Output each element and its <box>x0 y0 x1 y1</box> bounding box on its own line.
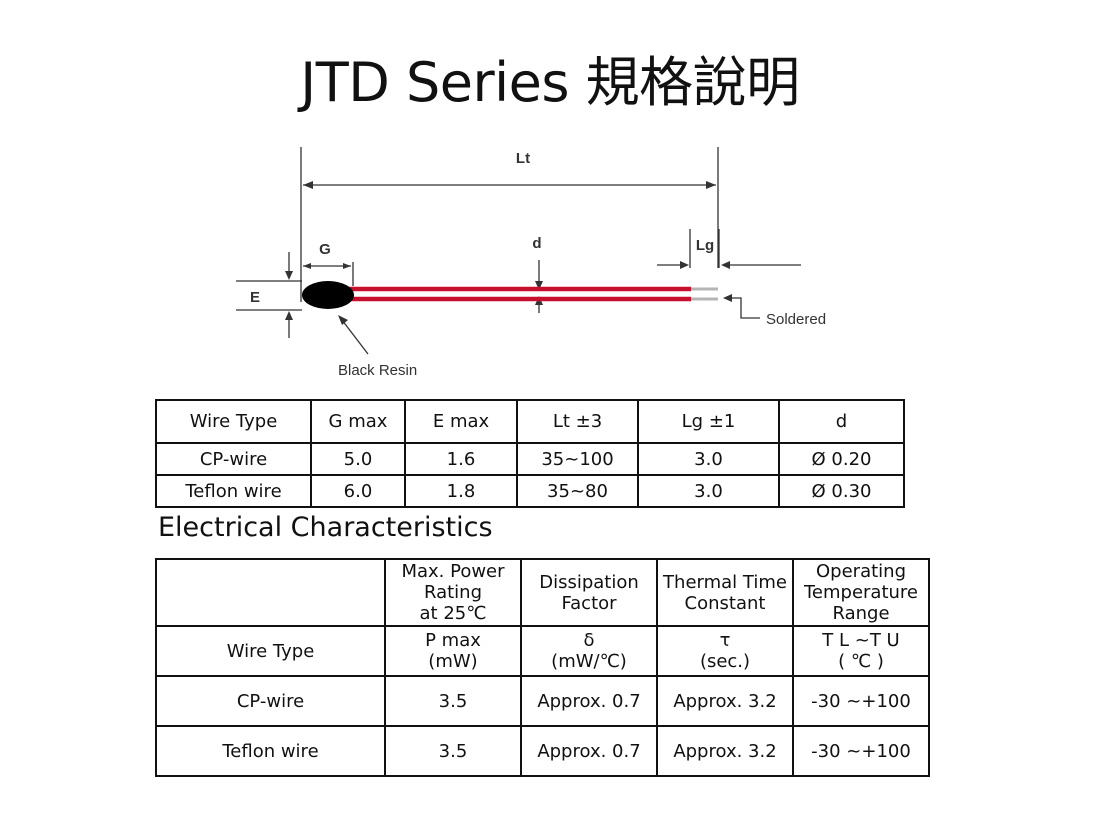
e-label: E <box>250 289 260 306</box>
header-cell: Wire Type <box>155 625 386 677</box>
table-cell: 3.5 <box>384 675 522 727</box>
electrical-header-row: Max. Power Rating at 25℃ Dissipation Fac… <box>155 558 930 627</box>
header-line: T L ~T U <box>822 630 900 651</box>
soldered-arrow <box>723 294 732 302</box>
table-cell: 1.8 <box>404 474 518 508</box>
electrical-units-row: Wire Type P max (mW) δ (mW/℃) τ (sec.) T… <box>155 625 930 677</box>
table-cell: -30 ~+100 <box>792 675 930 727</box>
table-row: Teflon wire 6.0 1.8 35~80 3.0 Ø 0.30 <box>155 474 905 508</box>
header-line: δ <box>583 630 595 651</box>
header-cell: d <box>778 399 905 444</box>
table-cell: 5.0 <box>310 442 406 476</box>
table-cell: Ø 0.30 <box>778 474 905 508</box>
table-cell: Approx. 0.7 <box>520 675 658 727</box>
dimension-spec-table: Wire Type G max E max Lt ±3 Lg ±1 d CP-w… <box>155 399 905 508</box>
spec-header-row: Wire Type G max E max Lt ±3 Lg ±1 d <box>155 399 905 444</box>
table-cell: CP-wire <box>155 442 312 476</box>
header-cell: τ (sec.) <box>656 625 794 677</box>
table-cell: 1.6 <box>404 442 518 476</box>
header-cell: G max <box>310 399 406 444</box>
header-cell: E max <box>404 399 518 444</box>
header-cell-empty <box>155 558 386 627</box>
e-arrow-bottom <box>285 311 293 320</box>
table-cell: 3.5 <box>384 725 522 777</box>
table-cell: Approx. 0.7 <box>520 725 658 777</box>
lt-arrow-right <box>706 181 716 189</box>
table-cell: 35~80 <box>516 474 639 508</box>
table-cell: Teflon wire <box>155 725 386 777</box>
header-line: (mW/℃) <box>551 651 627 672</box>
d-arrow-top <box>535 281 543 290</box>
lg-label: Lg <box>696 237 714 254</box>
header-line: ( ℃ ) <box>838 651 884 672</box>
table-cell: 6.0 <box>310 474 406 508</box>
table-cell: Ø 0.20 <box>778 442 905 476</box>
soldered-label: Soldered <box>766 311 826 328</box>
electrical-characteristics-table: Max. Power Rating at 25℃ Dissipation Fac… <box>155 558 930 777</box>
d-label: d <box>532 235 541 252</box>
black-resin-label: Black Resin <box>338 362 417 379</box>
table-row: CP-wire 3.5 Approx. 0.7 Approx. 3.2 -30 … <box>155 675 930 727</box>
table-row: Teflon wire 3.5 Approx. 0.7 Approx. 3.2 … <box>155 725 930 777</box>
header-line: τ <box>719 630 731 651</box>
e-arrow-top <box>285 271 293 280</box>
table-cell: CP-wire <box>155 675 386 727</box>
table-cell: 3.0 <box>637 474 780 508</box>
header-line: Dissipation <box>539 571 639 593</box>
header-line: Constant <box>684 592 766 614</box>
header-line: at 25℃ <box>419 603 487 624</box>
header-line: Factor <box>561 592 617 614</box>
lt-arrow-left <box>303 181 313 189</box>
lt-label: Lt <box>516 150 530 167</box>
table-cell: Approx. 3.2 <box>656 675 794 727</box>
g-arrow-right <box>343 263 351 269</box>
table-cell: 3.0 <box>637 442 780 476</box>
header-cell: Operating Temperature Range <box>792 558 930 627</box>
header-cell: T L ~T U ( ℃ ) <box>792 625 930 677</box>
header-line: Range <box>832 603 890 624</box>
page-title: JTD Series 規格說明 <box>300 51 800 114</box>
header-cell: δ (mW/℃) <box>520 625 658 677</box>
g-arrow-left <box>303 263 311 269</box>
header-line: Temperature <box>803 582 919 603</box>
header-line: Max. Power <box>401 561 505 582</box>
header-line: P max <box>425 630 481 651</box>
thermistor-dimension-diagram: Lt G d Lg E Soldered Black Resin <box>236 147 826 379</box>
table-row: CP-wire 5.0 1.6 35~100 3.0 Ø 0.20 <box>155 442 905 476</box>
header-line: (mW) <box>428 651 478 672</box>
table-cell: Approx. 3.2 <box>656 725 794 777</box>
header-cell: Dissipation Factor <box>520 558 658 627</box>
table-cell: Teflon wire <box>155 474 312 508</box>
header-line: Operating <box>816 561 906 582</box>
header-line: Thermal Time <box>663 571 787 593</box>
g-label: G <box>319 241 331 258</box>
table-cell: 35~100 <box>516 442 639 476</box>
header-cell: Lt ±3 <box>516 399 639 444</box>
lg-arrow-left <box>680 261 689 269</box>
table-cell: -30 ~+100 <box>792 725 930 777</box>
header-cell: Thermal Time Constant <box>656 558 794 627</box>
header-cell: Max. Power Rating at 25℃ <box>384 558 522 627</box>
black-resin-leader-line <box>341 319 369 355</box>
soldered-leader-line <box>731 297 760 319</box>
header-line: Rating <box>423 582 483 603</box>
electrical-section-title: Electrical Characteristics <box>158 512 493 543</box>
header-cell: Wire Type <box>155 399 312 444</box>
black-resin-arrow <box>338 315 348 325</box>
lg-arrow-right <box>721 261 730 269</box>
black-resin-body <box>302 281 354 309</box>
header-cell: Lg ±1 <box>637 399 780 444</box>
header-line: (sec.) <box>699 651 751 672</box>
header-cell: P max (mW) <box>384 625 522 677</box>
